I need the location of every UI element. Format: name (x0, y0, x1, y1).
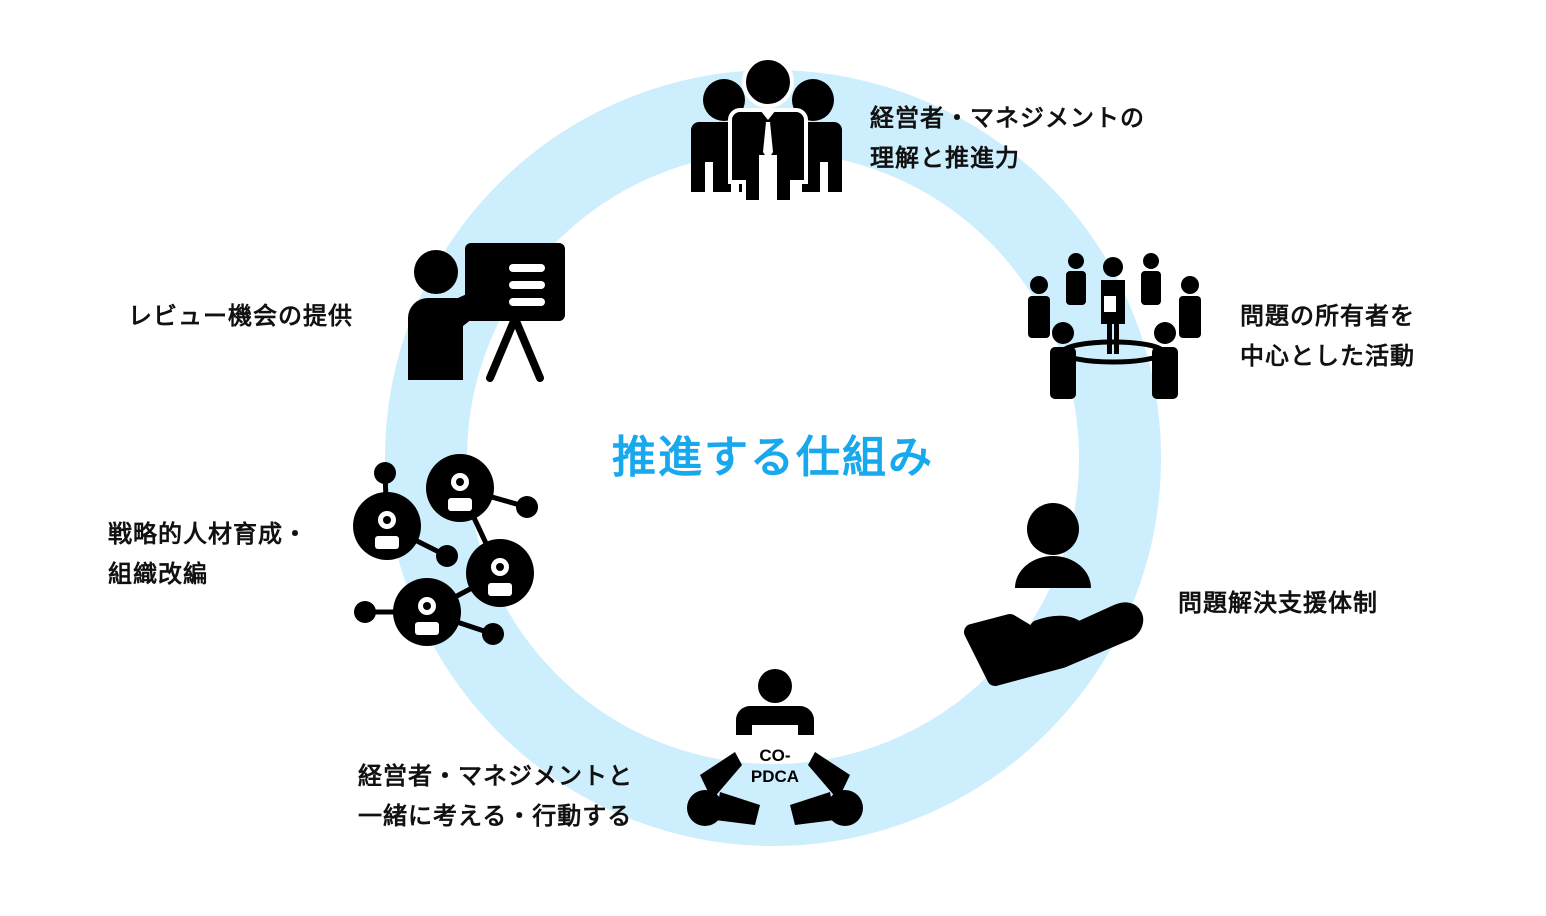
label-problem-solving-support: 問題解決支援体制 (1178, 583, 1378, 623)
co-pdca-label-line1: CO- (759, 746, 790, 765)
label-line: 経営者・マネジメントと (358, 762, 633, 790)
label-line: 中心とした活動 (1240, 342, 1415, 370)
presentation-board-icon (408, 243, 565, 382)
label-management-understanding: 経営者・マネジメントの 理解と推進力 (870, 98, 1145, 178)
label-talent-development: 戦略的人材育成・ 組織改編 (108, 514, 308, 594)
label-line: 一緒に考える・行動する (358, 802, 633, 830)
label-line: 問題解決支援体制 (1178, 589, 1378, 617)
label-think-act-together: 経営者・マネジメントと 一緒に考える・行動する (358, 756, 633, 836)
label-line: 戦略的人材育成・ (108, 520, 308, 548)
label-review-opportunity: レビュー機会の提供 (128, 296, 353, 336)
label-owner-centered-activity: 問題の所有者を 中心とした活動 (1240, 296, 1415, 376)
label-line: 組織改編 (108, 560, 208, 588)
co-pdca-team-icon: CO- PDCA (687, 669, 863, 826)
executive-group-icon (691, 56, 842, 204)
people-around-owner-icon (1028, 253, 1201, 399)
center-title: 推進する仕組み (612, 432, 934, 483)
label-line: レビュー機会の提供 (128, 302, 353, 330)
label-line: 理解と推進力 (870, 144, 1020, 172)
hand-support-icon (964, 503, 1144, 686)
label-line: 経営者・マネジメントの (870, 104, 1145, 132)
co-pdca-label-line2: PDCA (751, 767, 799, 786)
label-line: 問題の所有者を (1240, 302, 1415, 330)
network-people-icon (353, 454, 538, 646)
